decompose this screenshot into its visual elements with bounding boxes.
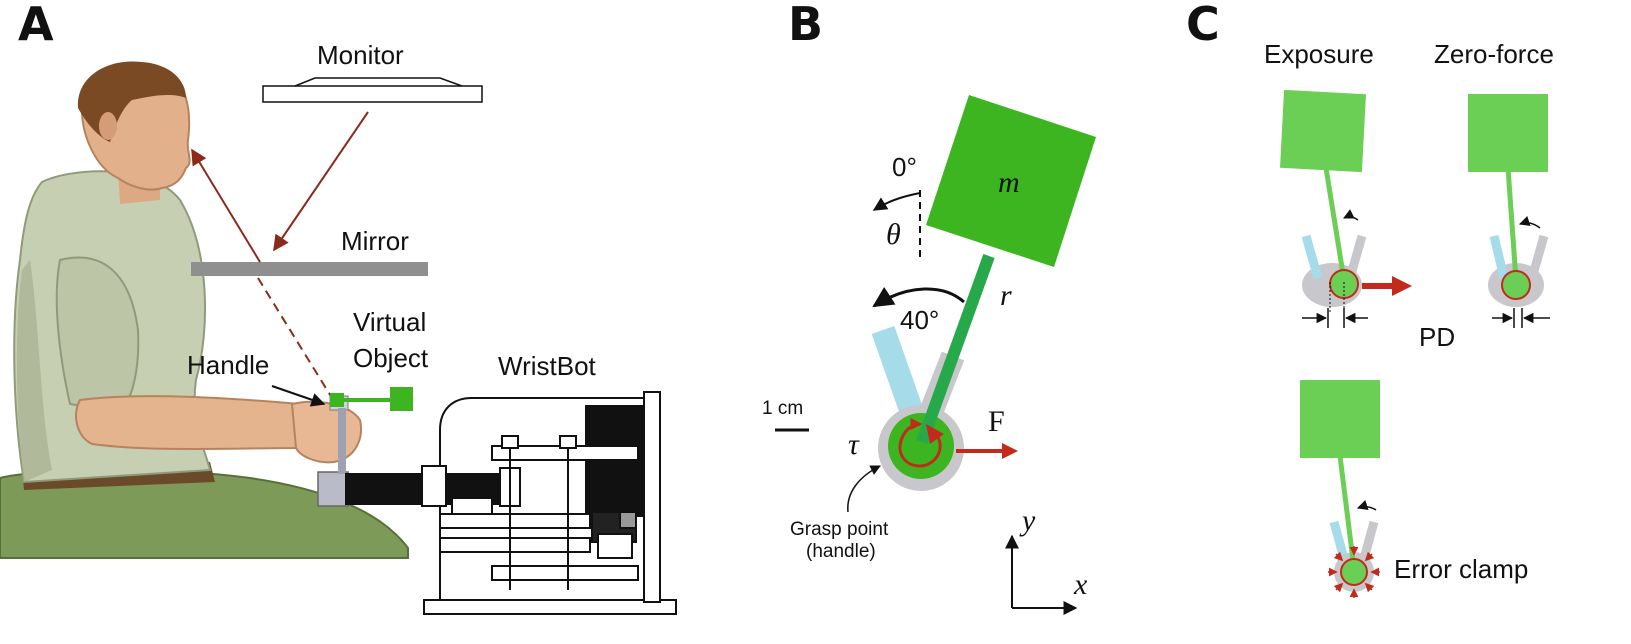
exposure-force-head	[1392, 276, 1412, 296]
virtual-object	[330, 387, 413, 411]
theta-arrow	[872, 192, 921, 211]
exposure-rod	[1323, 167, 1347, 281]
panel-a: A	[0, 0, 677, 615]
exposure-label: Exposure	[1264, 39, 1374, 69]
torque-arrow-head	[926, 424, 944, 444]
ray-monitor-to-mirror	[273, 111, 369, 252]
wristbot-machine	[345, 391, 677, 615]
seated-person-illustration	[0, 61, 409, 559]
panel-b: B m 0° θ 40° r 1 cm τ F	[762, 0, 1096, 615]
error-clamp-rotation-arrow	[1357, 500, 1377, 511]
zero-force-mass	[1468, 94, 1548, 172]
grasp-point-pointer	[847, 465, 881, 513]
monitor-label: Monitor	[317, 40, 404, 70]
mass-square	[926, 95, 1096, 267]
handle-pointer-arrow	[271, 385, 326, 407]
error-clamp-label: Error clamp	[1394, 554, 1528, 584]
exposure-rotation-arrow	[1343, 209, 1359, 221]
exposure-mass	[1280, 89, 1366, 173]
forty-degree-arrow	[872, 286, 966, 308]
handle-label: Handle	[187, 350, 269, 380]
x-axis-label: x	[1073, 568, 1088, 601]
zero-angle-label: 0°	[892, 152, 917, 182]
error-clamp-mass	[1300, 380, 1380, 458]
mass-label: m	[998, 166, 1020, 199]
zero-force-rod	[1505, 167, 1519, 281]
panel-c: C Exposure Zero-force	[1186, 0, 1554, 598]
error-clamp-green-disk	[1340, 558, 1368, 586]
wristbot-label: WristBot	[498, 351, 597, 381]
zero-force-green-disk	[1501, 270, 1531, 300]
shirt-shading	[16, 260, 52, 482]
force-label: F	[988, 405, 1005, 438]
theta-label: θ	[886, 218, 901, 251]
panel-letter-a: A	[18, 0, 54, 51]
shirt-sleeve	[55, 256, 140, 414]
forty-degree-label: 40°	[900, 305, 939, 335]
grasp-point-label-line2: (handle)	[806, 541, 876, 562]
exposure-gray-bar	[1345, 234, 1367, 280]
mirror-label: Mirror	[341, 226, 409, 256]
grasp-point-green-disk	[888, 413, 954, 479]
radius-label: r	[1000, 279, 1012, 312]
zero-force-rotation-arrow	[1519, 216, 1541, 229]
error-clamp-diagram	[1300, 380, 1380, 598]
zero-force-diagram	[1468, 94, 1550, 328]
exposure-cyan-bar	[1301, 234, 1323, 280]
tau-label: τ	[848, 428, 860, 461]
monitor	[262, 77, 483, 103]
virtual-ray-dashed	[257, 277, 333, 399]
pd-label: PD	[1419, 322, 1455, 352]
pendulum-rod	[916, 253, 995, 445]
force-arrow-head	[1002, 443, 1018, 459]
grasp-point-label-line1: Grasp point	[790, 519, 889, 540]
scale-bar-label: 1 cm	[762, 398, 803, 419]
error-clamp-radial-arrows	[1328, 546, 1380, 598]
ray-mirror-to-eye	[191, 148, 261, 263]
zero-force-label: Zero-force	[1434, 39, 1554, 69]
mirror	[191, 262, 428, 276]
y-axis-label: y	[1019, 504, 1036, 537]
panel-letter-c: C	[1186, 0, 1220, 51]
virtual-object-label-line1: Virtual	[353, 307, 426, 337]
hand	[290, 400, 362, 464]
zero-force-gray-bar	[1527, 234, 1549, 280]
zero-force-cyan-bar	[1489, 234, 1509, 280]
forearm	[75, 395, 306, 450]
torque-arrow	[898, 418, 942, 468]
ear	[99, 112, 117, 140]
panel-letter-b: B	[788, 0, 823, 51]
exposure-diagram	[1280, 89, 1412, 328]
virtual-object-label-line2: Object	[353, 343, 429, 373]
